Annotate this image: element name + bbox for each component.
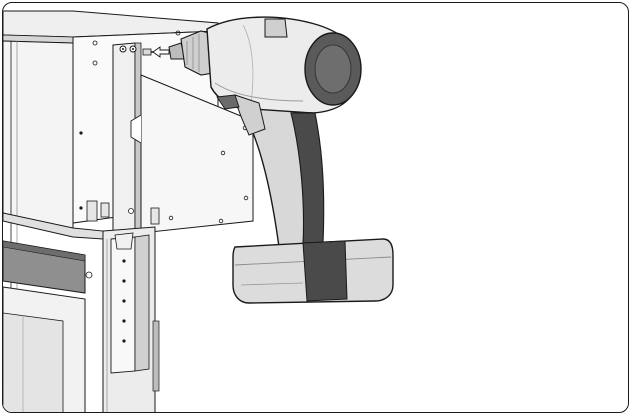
drill-icon (168, 16, 394, 304)
cabinet-frame (3, 10, 254, 412)
assembly-illustration (3, 10, 394, 412)
arrow-icon (152, 46, 170, 58)
